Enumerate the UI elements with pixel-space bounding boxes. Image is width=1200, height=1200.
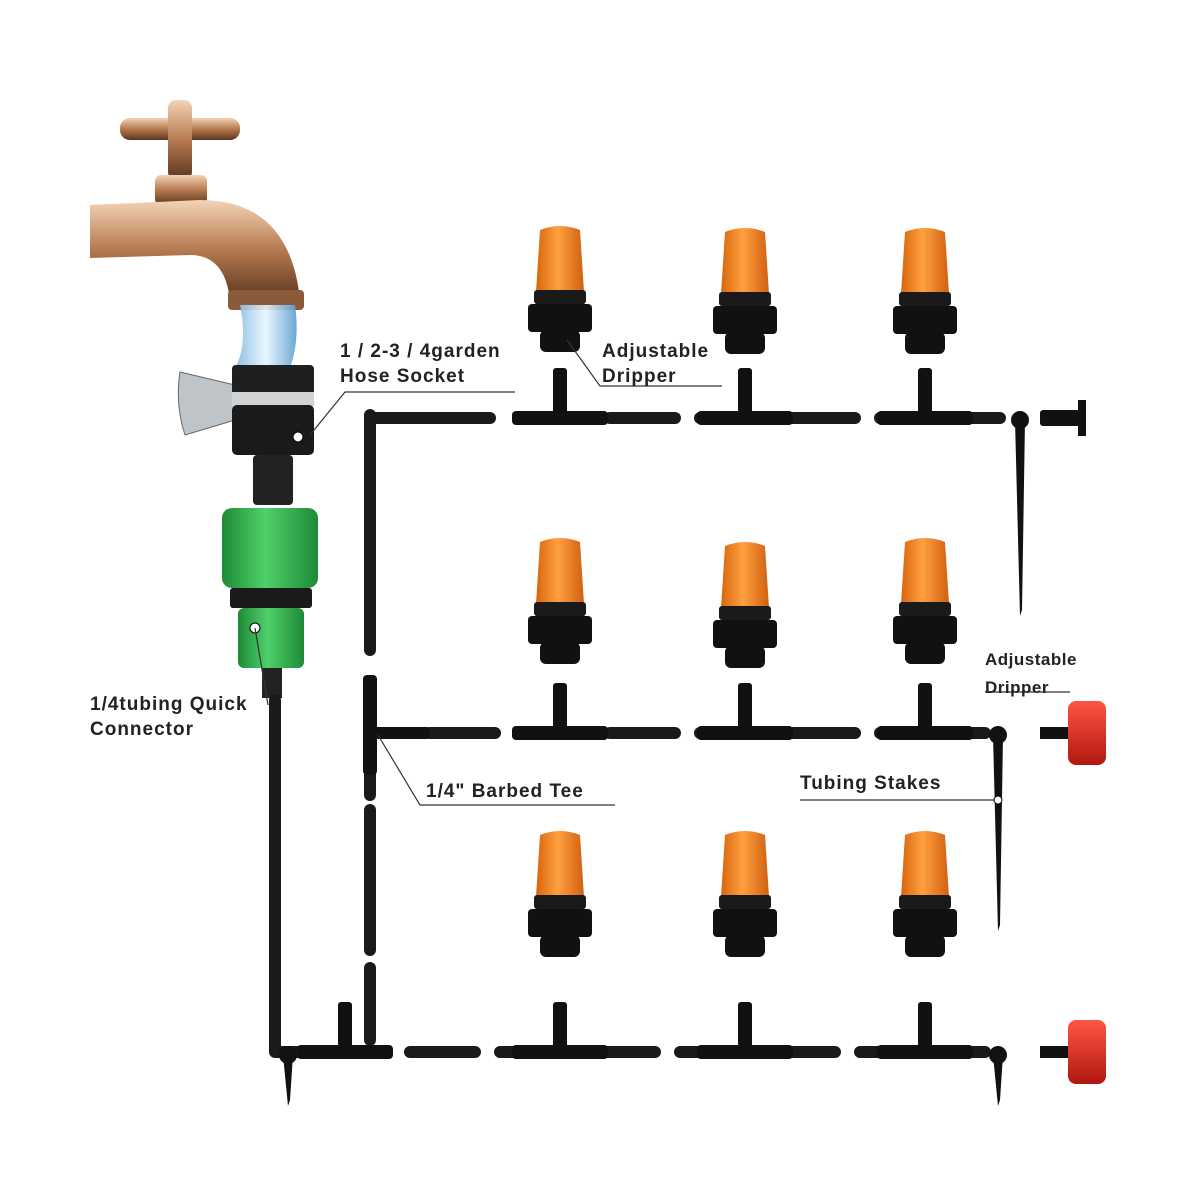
leader-lines (254, 339, 1070, 806)
dripper-cap (901, 228, 949, 294)
end-dripper (1068, 701, 1106, 765)
dripper-neck (905, 935, 945, 957)
adjustable-dripper (713, 831, 777, 957)
dripper-neck (725, 332, 765, 354)
label-line: Hose Socket (340, 366, 466, 387)
dripper-neck (540, 642, 580, 664)
dripper-base (713, 909, 777, 937)
dripper-base (528, 616, 592, 644)
tee-stem (553, 683, 567, 733)
tee-stem (738, 683, 752, 733)
stake-marker (993, 795, 1003, 805)
label-hose-socket: 1 / 2-3 / 4garden Hose Socket (340, 339, 501, 389)
label-line: 1/4tubing Quick (90, 694, 248, 715)
stake-clip (989, 726, 1007, 744)
adjustable-dripper (528, 226, 592, 352)
label-adjustable-dripper-right: Adjustable Dripper (985, 646, 1077, 702)
dripper-cap (901, 538, 949, 604)
tubing-stake (1015, 420, 1025, 616)
dripper-neck (540, 330, 580, 352)
label-line: 1 / 2-3 / 4garden (340, 341, 501, 362)
quick-connector (222, 508, 318, 698)
end-cap-plate (1078, 400, 1086, 436)
tee-stem (738, 368, 752, 418)
stake-clip (1011, 411, 1029, 429)
adjustable-dripper (713, 228, 777, 354)
adjustable-dripper (893, 228, 957, 354)
dripper-base (528, 909, 592, 937)
label-line: Dripper (602, 366, 677, 387)
label-line: Dripper (985, 678, 1049, 697)
stake-clip (279, 1046, 297, 1064)
tee-stem (553, 1002, 567, 1052)
dripper-collar (719, 606, 771, 620)
dripper-cap (721, 831, 769, 897)
tee-stem (918, 1002, 932, 1052)
dripper-collar (534, 602, 586, 616)
dripper-base (713, 306, 777, 334)
dripper-neck (725, 646, 765, 668)
dripper-collar (899, 895, 951, 909)
barbed-tee-branch (370, 727, 430, 739)
tee-stem (553, 368, 567, 418)
end-dripper-barb (1040, 727, 1070, 739)
dripper-neck (905, 332, 945, 354)
barbed-tee-vertical (363, 675, 377, 775)
dripper-cap (536, 538, 584, 604)
dripper-neck (725, 935, 765, 957)
adjustable-dripper (528, 831, 592, 957)
label-adjustable-dripper-top: Adjustable Dripper (602, 339, 709, 389)
dripper-cap (536, 831, 584, 897)
tee-stem (918, 683, 932, 733)
adjustable-dripper (893, 831, 957, 957)
dripper-base (893, 909, 957, 937)
adjustable-dripper (713, 542, 777, 668)
dripper-cap (901, 831, 949, 897)
tee-stem (918, 368, 932, 418)
dripper-cap (721, 542, 769, 608)
dripper-base (528, 304, 592, 332)
dripper-cap (721, 228, 769, 294)
adjustable-dripper (528, 538, 592, 664)
stake-clip (989, 1046, 1007, 1064)
tee-stem (738, 1002, 752, 1052)
dripper-collar (719, 895, 771, 909)
dripper-collar (719, 292, 771, 306)
label-tubing-stakes: Tubing Stakes (800, 773, 942, 794)
tee-stem (338, 1002, 352, 1052)
adjustable-dripper (893, 538, 957, 664)
dripper-base (893, 306, 957, 334)
dripper-collar (534, 895, 586, 909)
end-dripper-barb (1040, 1046, 1070, 1058)
faucet (90, 100, 304, 368)
dripper-collar (899, 602, 951, 616)
label-quick-connector: 1/4tubing Quick Connector (90, 692, 248, 742)
dripper-base (713, 620, 777, 648)
dripper-cap (536, 226, 584, 292)
fittings (279, 226, 1106, 1106)
tubing-stake (993, 735, 1003, 931)
dripper-collar (534, 290, 586, 304)
tubing-stake (283, 1055, 293, 1106)
label-barbed-tee: 1/4" Barbed Tee (426, 781, 584, 802)
dripper-neck (905, 642, 945, 664)
tubing-stake (993, 1055, 1003, 1106)
label-line: Connector (90, 719, 194, 740)
dripper-collar (899, 292, 951, 306)
end-dripper (1068, 1020, 1106, 1084)
label-line: Adjustable (985, 650, 1077, 669)
end-cap (1040, 410, 1080, 426)
hose-socket (177, 365, 314, 505)
dripper-neck (540, 935, 580, 957)
label-line: Adjustable (602, 341, 710, 362)
dripper-base (893, 616, 957, 644)
